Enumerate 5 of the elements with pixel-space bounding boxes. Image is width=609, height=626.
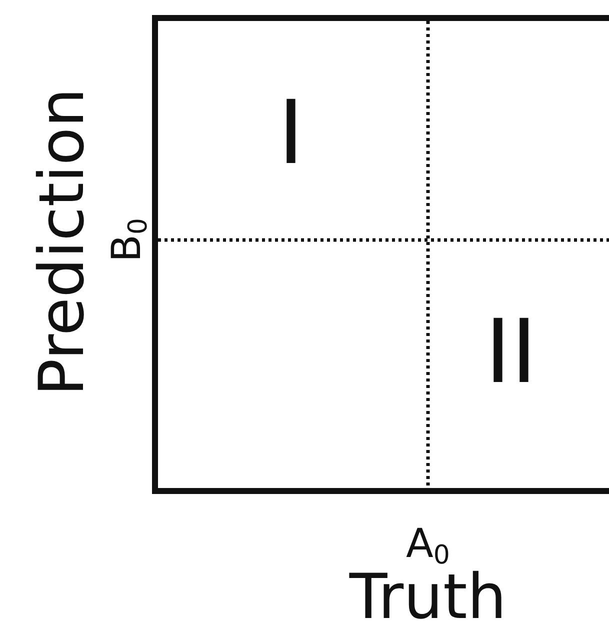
quadrant-numeral: II <box>485 308 537 396</box>
quadrant-numeral: I <box>278 89 304 177</box>
axis-tick-label: A$_{0}$ <box>406 524 450 568</box>
axis-title: Prediction <box>31 88 93 396</box>
axis-title: Truth <box>349 566 507 626</box>
